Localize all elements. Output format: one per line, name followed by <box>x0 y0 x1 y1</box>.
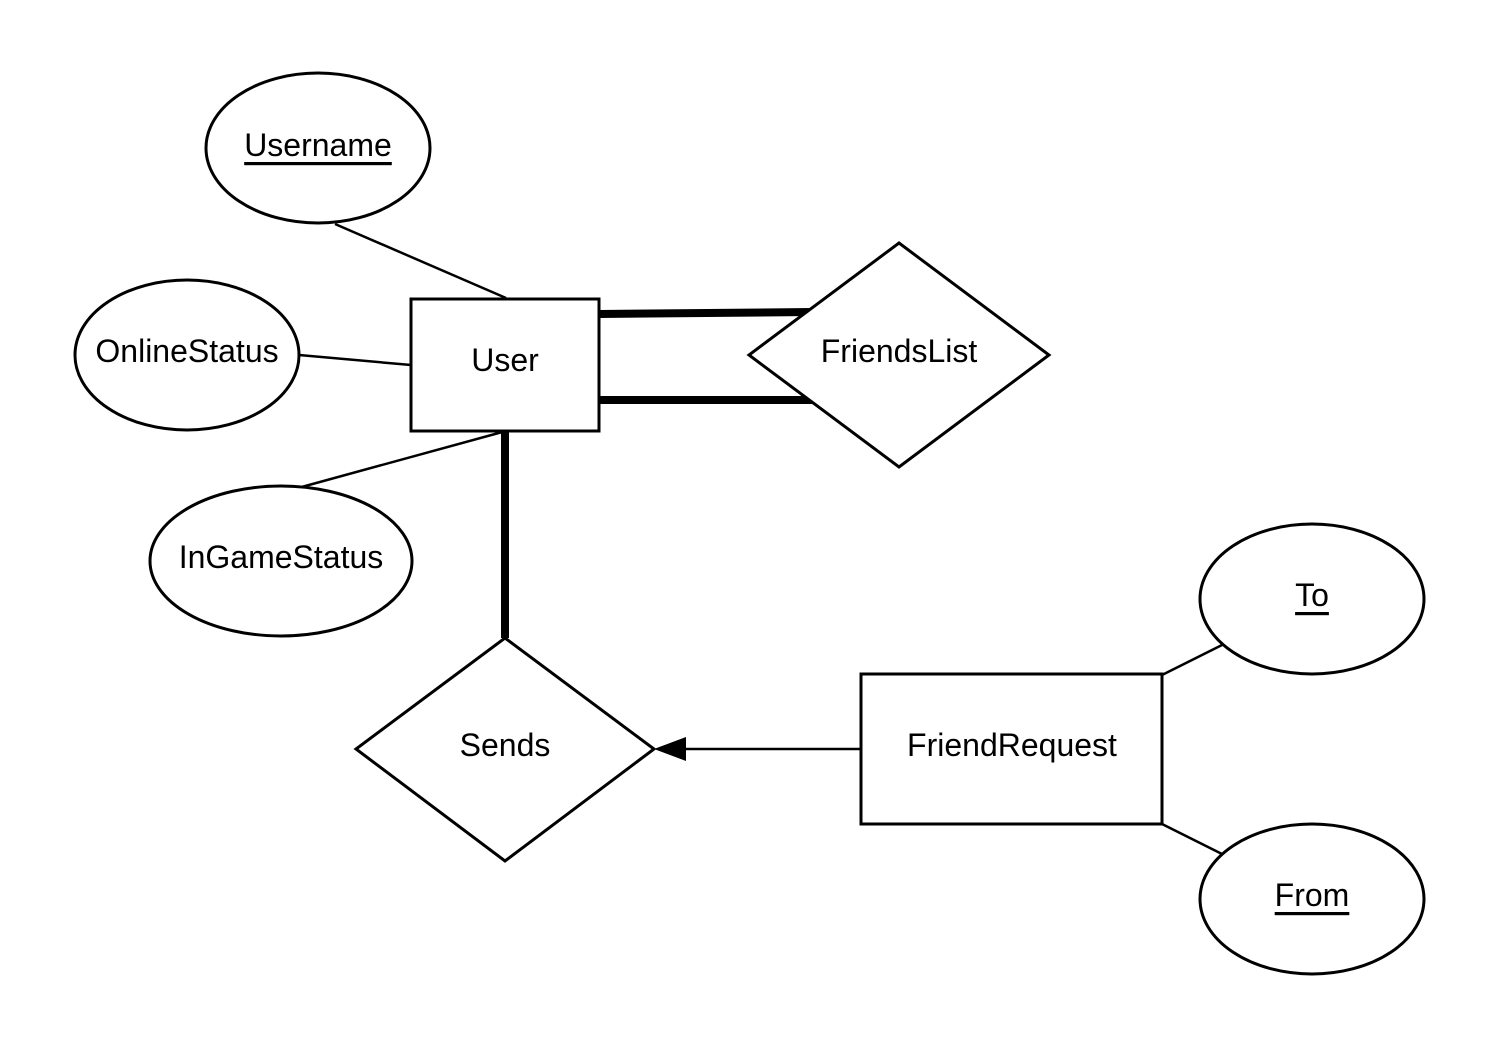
relationship-friendslist[interactable]: FriendsList <box>746 241 1052 469</box>
attribute-username[interactable]: Username <box>204 71 432 225</box>
attribute-onlinestatus[interactable]: OnlineStatus <box>73 278 301 432</box>
entity-user-label: User <box>471 342 539 378</box>
attribute-from[interactable]: From <box>1198 822 1426 976</box>
attribute-onlinestatus-label: OnlineStatus <box>95 333 278 369</box>
relationship-sends[interactable]: Sends <box>353 636 657 863</box>
connector-friendrequest-from <box>1161 822 1223 856</box>
entity-friendrequest-label: FriendRequest <box>907 727 1117 763</box>
connector-user-friendslist-top <box>598 308 813 318</box>
connector-username-user <box>334 222 507 300</box>
attribute-to[interactable]: To <box>1198 522 1426 676</box>
attribute-ingamestatus[interactable]: InGameStatus <box>148 484 414 638</box>
connector-ingamestatus-user <box>297 429 507 490</box>
connector-onlinestatus-user <box>298 353 412 367</box>
attribute-ingamestatus-label: InGameStatus <box>179 539 384 575</box>
connector-friendrequest-to <box>1161 643 1223 677</box>
attribute-to-label: To <box>1295 577 1329 613</box>
entity-user[interactable]: User <box>409 297 601 433</box>
attribute-from-label: From <box>1275 877 1350 913</box>
attribute-username-label: Username <box>244 127 392 163</box>
arrowhead-icon <box>654 737 686 761</box>
relationship-friendslist-label: FriendsList <box>821 333 978 369</box>
entity-friendrequest[interactable]: FriendRequest <box>859 672 1164 826</box>
relationship-sends-label: Sends <box>460 727 551 763</box>
